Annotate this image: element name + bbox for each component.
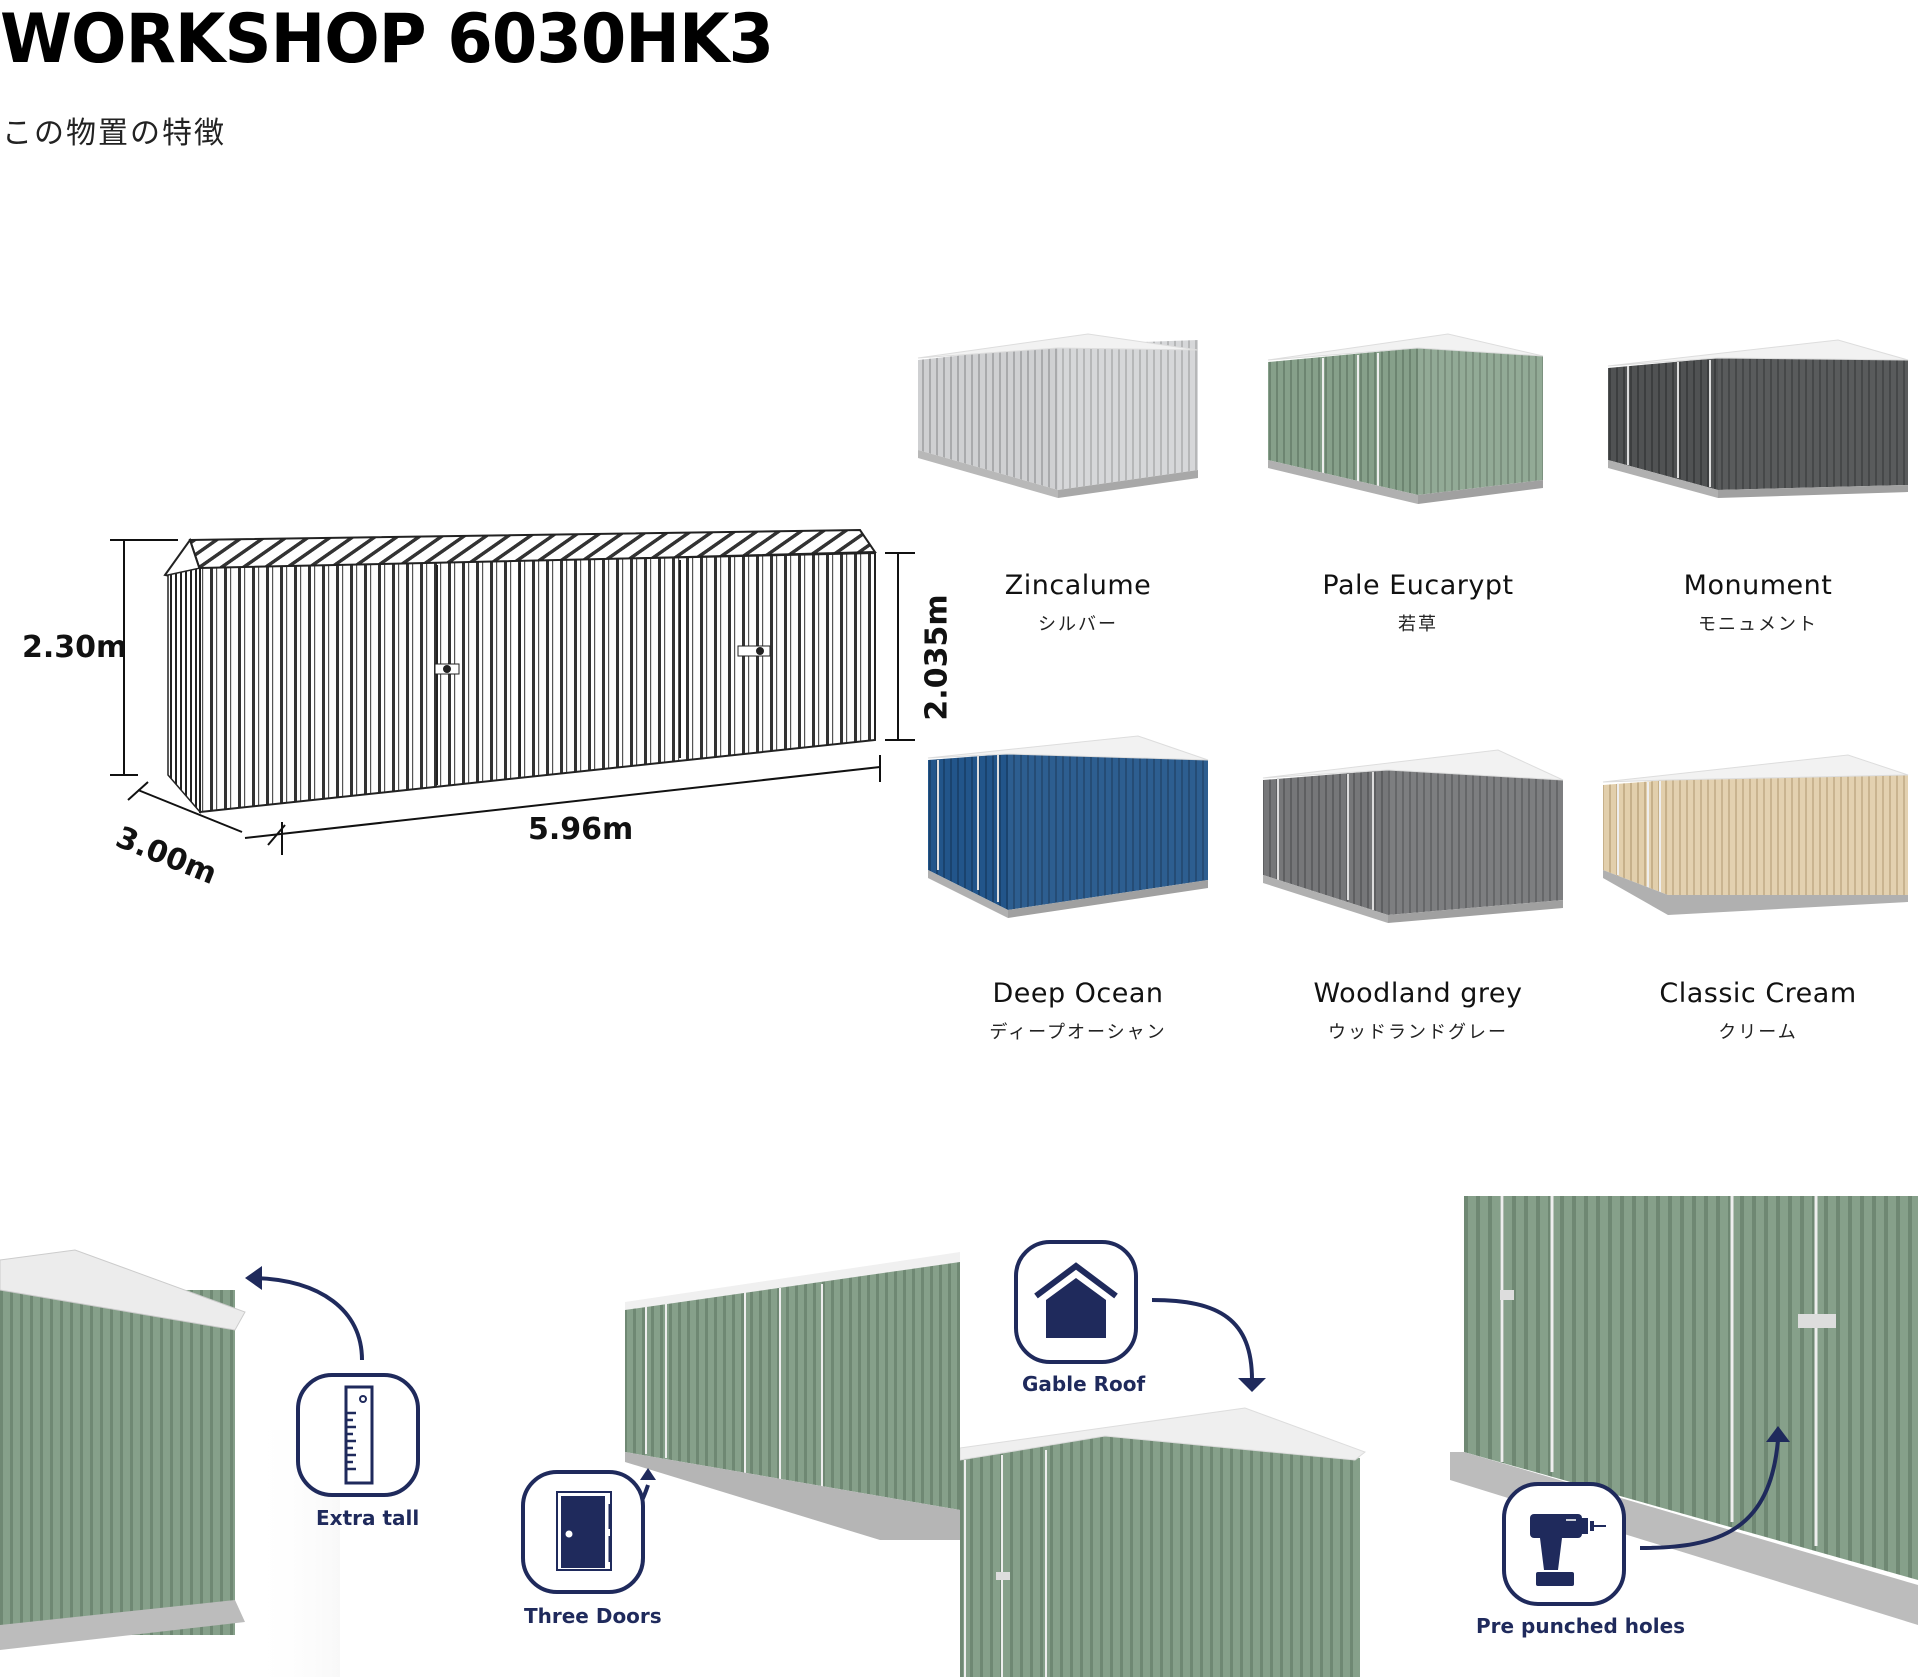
color-name: Classic Cream [1659, 978, 1857, 1009]
color-name: Woodland grey [1313, 978, 1523, 1009]
color-name: Zincalume [1004, 570, 1152, 601]
dimension-diagram: 2.30m 3.00m 5.96m 2.035m [0, 520, 955, 892]
color-name-jp: ウッドランドグレー [1328, 1022, 1508, 1043]
shed-thumbnail [917, 333, 1199, 498]
drill-icon-box [1502, 1482, 1626, 1606]
color-name: Deep Ocean [992, 978, 1164, 1009]
feature-label: Extra tall [316, 1506, 420, 1530]
height-total-label: 2.30m [22, 630, 128, 665]
house-icon-box [1014, 1240, 1138, 1364]
color-name-jp: ディープオーシャン [989, 1022, 1167, 1043]
door-icon [556, 1491, 612, 1571]
feature-three-doors: Three Doors [480, 1240, 960, 1677]
page-subtitle: この物置の特徴 [2, 116, 226, 151]
feature-label: Pre punched holes [1476, 1614, 1686, 1638]
color-name-jp: 若草 [1398, 614, 1438, 635]
feature-pre-punched-holes: Pre punched holes [1440, 1190, 1918, 1677]
feature-label: Three Doors [524, 1604, 662, 1628]
shed-thumbnail [1602, 754, 1909, 915]
feature-extra-tall: Extra tall [0, 1230, 480, 1677]
page-title: WORKSHOP 6030HK3 [0, 0, 774, 79]
height-wall-label: 2.035m [919, 594, 955, 721]
drill-icon [1530, 1514, 1606, 1586]
house-roof-icon [1034, 1262, 1118, 1338]
shed-thumbnail [1262, 749, 1564, 923]
color-name-jp: クリーム [1718, 1022, 1798, 1043]
color-name: Monument [1683, 570, 1833, 601]
shed-closeup-image [0, 1249, 364, 1677]
ruler-icon-box [296, 1373, 420, 1497]
shed-thumbnail [1607, 339, 1909, 498]
shed-closeup-image [1450, 1196, 1918, 1625]
shed-closeup-image [960, 1298, 1367, 1677]
ruler-icon [344, 1385, 374, 1485]
shed-line-drawing [110, 528, 915, 855]
color-name-jp: シルバー [1038, 614, 1118, 635]
feature-label: Gable Roof [1022, 1372, 1146, 1396]
length-label: 5.96m [528, 812, 634, 847]
color-name-jp: モニュメント [1698, 614, 1818, 635]
color-name: Pale Eucarypt [1322, 570, 1514, 601]
feature-gable-roof: Gable Roof [960, 1220, 1440, 1677]
shed-thumbnail [1267, 333, 1544, 504]
shed-thumbnail [927, 735, 1209, 918]
door-icon-box [521, 1470, 645, 1594]
